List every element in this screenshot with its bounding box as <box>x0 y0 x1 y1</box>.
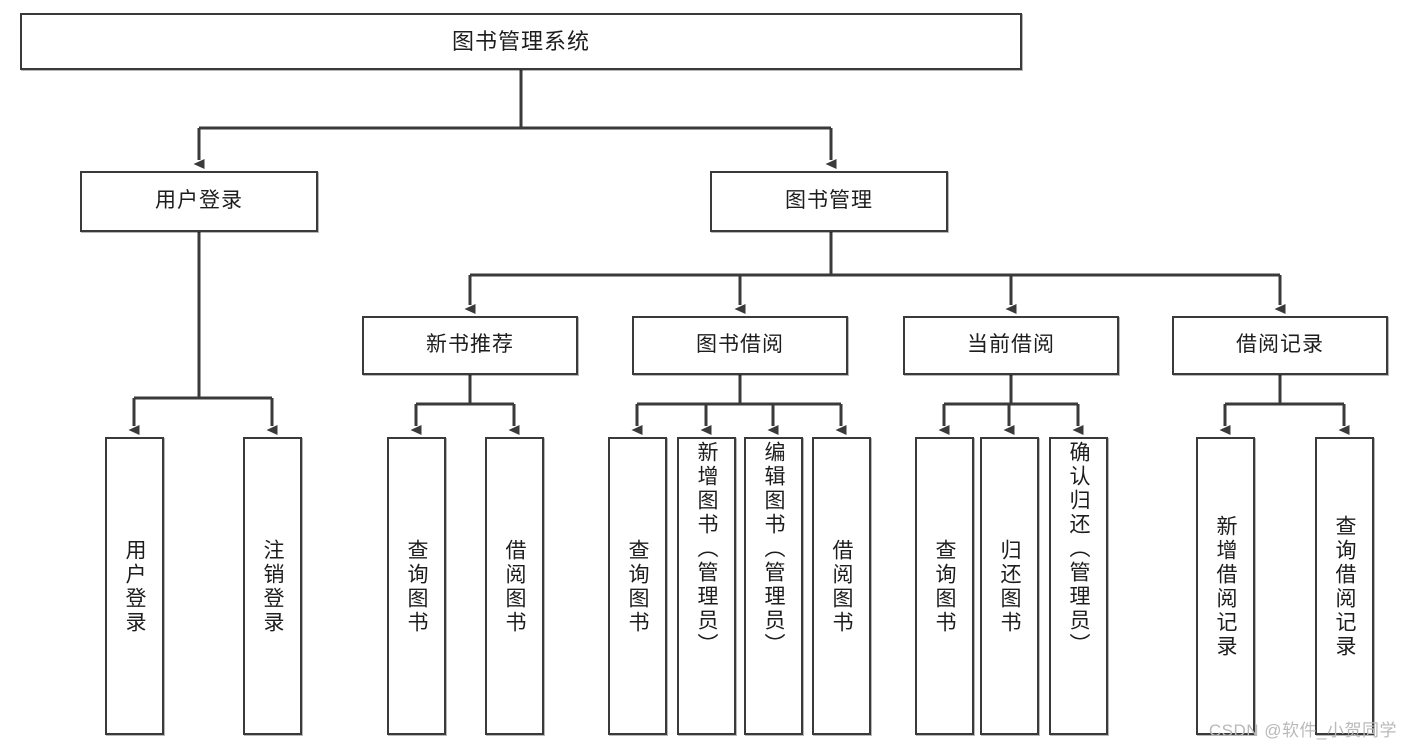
node-user-login[interactable]: 用户登录 <box>80 171 318 232</box>
node-book-borrow-label: 图书借阅 <box>696 333 784 357</box>
node-leaf-query-record-label: 查询借阅记录 <box>1333 515 1356 659</box>
node-leaf-query-book-2[interactable]: 查询图书 <box>608 437 667 735</box>
node-root-label: 图书管理系统 <box>451 28 590 54</box>
node-leaf-return-book[interactable]: 归还图书 <box>980 437 1039 735</box>
node-leaf-borrow-book-1[interactable]: 借阅图书 <box>485 437 544 735</box>
node-leaf-user-login-label: 用户登录 <box>123 539 146 635</box>
node-borrow-record-label: 借阅记录 <box>1236 333 1324 357</box>
node-leaf-query-book-2-label: 查询图书 <box>626 539 649 635</box>
node-book-management-label: 图书管理 <box>785 189 873 213</box>
node-leaf-user-login[interactable]: 用户登录 <box>105 437 164 735</box>
node-leaf-query-record[interactable]: 查询借阅记录 <box>1315 437 1374 735</box>
node-leaf-return-book-label: 归还图书 <box>998 539 1021 635</box>
csdn-watermark: CSDN @软件_小贺同学 <box>1208 721 1397 740</box>
node-book-management[interactable]: 图书管理 <box>710 171 948 232</box>
node-leaf-confirm-return-label: 确认归还（管理员） <box>1067 441 1090 657</box>
node-leaf-query-book-3[interactable]: 查询图书 <box>915 437 974 735</box>
node-leaf-add-record[interactable]: 新增借阅记录 <box>1196 437 1255 735</box>
node-leaf-add-book[interactable]: 新增图书（管理员） <box>677 437 736 735</box>
node-leaf-query-book-1[interactable]: 查询图书 <box>387 437 446 735</box>
node-user-login-label: 用户登录 <box>155 189 243 213</box>
node-current-borrow[interactable]: 当前借阅 <box>903 316 1119 375</box>
node-book-borrow[interactable]: 图书借阅 <box>632 316 848 375</box>
node-current-borrow-label: 当前借阅 <box>967 333 1055 357</box>
node-leaf-user-logout-label: 注销登录 <box>261 539 284 635</box>
node-leaf-add-book-label: 新增图书（管理员） <box>695 441 718 657</box>
node-root-system[interactable]: 图书管理系统 <box>20 13 1022 70</box>
node-leaf-query-book-3-label: 查询图书 <box>933 539 956 635</box>
node-leaf-query-book-1-label: 查询图书 <box>405 539 428 635</box>
node-new-book-recommend-label: 新书推荐 <box>426 333 514 357</box>
node-leaf-borrow-book-2-label: 借阅图书 <box>830 539 853 635</box>
node-leaf-borrow-book-2[interactable]: 借阅图书 <box>812 437 871 735</box>
node-leaf-confirm-return[interactable]: 确认归还（管理员） <box>1049 437 1108 735</box>
node-leaf-add-record-label: 新增借阅记录 <box>1214 515 1237 659</box>
node-leaf-user-logout[interactable]: 注销登录 <box>243 437 302 735</box>
node-new-book-recommend[interactable]: 新书推荐 <box>362 316 578 375</box>
node-leaf-borrow-book-1-label: 借阅图书 <box>503 539 526 635</box>
node-borrow-record[interactable]: 借阅记录 <box>1172 316 1388 375</box>
node-leaf-edit-book[interactable]: 编辑图书（管理员） <box>744 437 803 735</box>
node-leaf-edit-book-label: 编辑图书（管理员） <box>762 441 785 657</box>
